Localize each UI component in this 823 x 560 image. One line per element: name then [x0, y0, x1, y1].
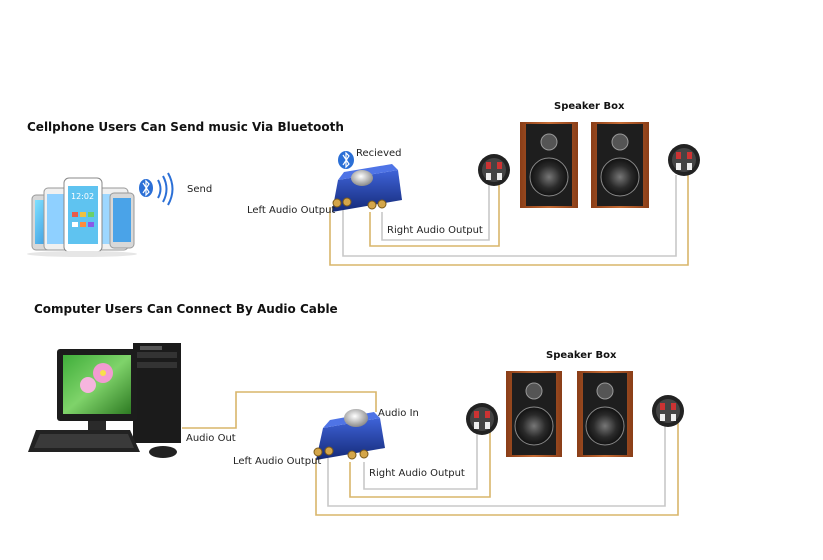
top-left-speaker-terminal [478, 154, 510, 186]
bottom-right-output-label: Right Audio Output [369, 468, 465, 479]
cable-section-title: Computer Users Can Connect By Audio Cabl… [34, 302, 338, 316]
top-right-speaker-terminal [668, 144, 700, 176]
audio-out-label: Audio Out [186, 433, 236, 444]
computer-image [28, 343, 181, 458]
send-label: Send [187, 184, 213, 195]
bottom-speaker-left [506, 371, 562, 457]
cellphones-image [27, 177, 137, 257]
bottom-speaker-box-label: Speaker Box [546, 350, 617, 361]
top-speaker-box-label: Speaker Box [554, 101, 625, 112]
bluetooth-section-title: Cellphone Users Can Send music Via Bluet… [27, 120, 344, 134]
bottom-amplifier-image [313, 409, 385, 460]
top-speaker-right [591, 122, 649, 208]
bottom-left-output-label: Left Audio Output [233, 456, 322, 467]
bottom-left-speaker-terminal [466, 403, 498, 435]
bluetooth-send-icon [139, 172, 174, 206]
top-right-output-label: Right Audio Output [387, 225, 483, 236]
bottom-speaker-right [577, 371, 633, 457]
phone-clock: 12:02 [71, 192, 95, 201]
top-cables [329, 170, 689, 266]
bottom-cables [182, 391, 679, 516]
audio-in-label: Audio In [378, 408, 419, 419]
top-speaker-left [520, 122, 578, 208]
top-left-output-label: Left Audio Output [247, 205, 336, 216]
bottom-right-speaker-terminal [652, 395, 684, 427]
top-amplifier-image [332, 151, 402, 212]
received-label: Recieved [356, 148, 402, 159]
